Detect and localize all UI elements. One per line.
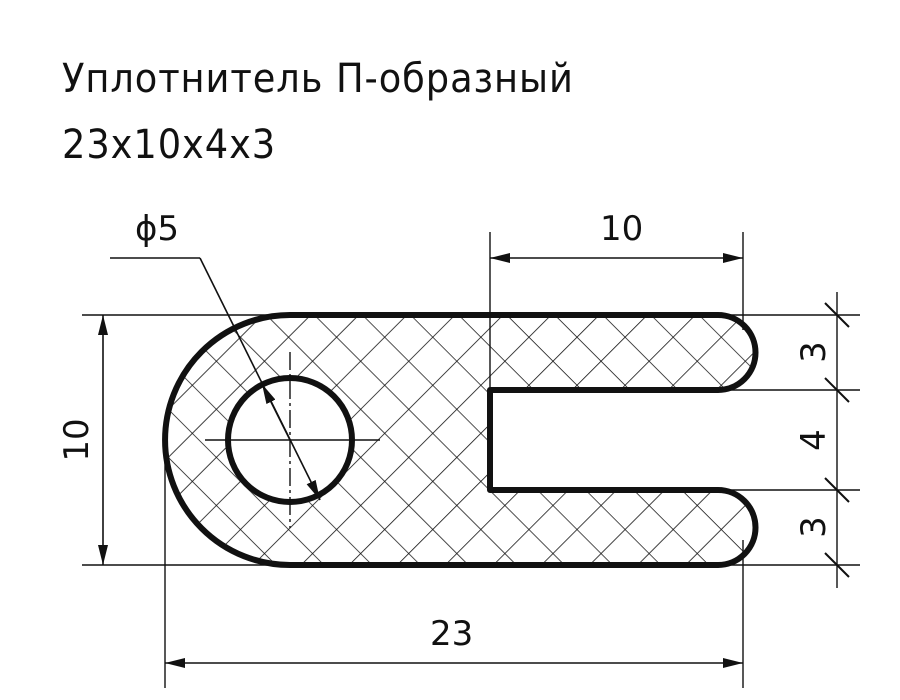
slot-width-label: 4: [794, 429, 834, 451]
top-flange-label: 3: [794, 341, 834, 363]
slot-length-label: 10: [600, 209, 643, 249]
total-height-dimension: [82, 314, 290, 566]
drawing-subtitle: 23х10х4х3: [62, 122, 277, 168]
profile-outline: [162, 312, 759, 568]
right-chain-dimension: [718, 292, 860, 588]
slot-length-dimension: [489, 232, 744, 390]
hole-diameter-dimension: ϕ5: [110, 209, 321, 501]
drawing-title: Уплотнитель П-образный: [62, 56, 574, 102]
total-height-label: 10: [57, 418, 97, 461]
total-width-label: 23: [430, 614, 473, 654]
profile-hatch: [165, 315, 756, 565]
bottom-flange-label: 3: [794, 516, 834, 538]
hole-diameter-label: ϕ5: [135, 209, 179, 249]
